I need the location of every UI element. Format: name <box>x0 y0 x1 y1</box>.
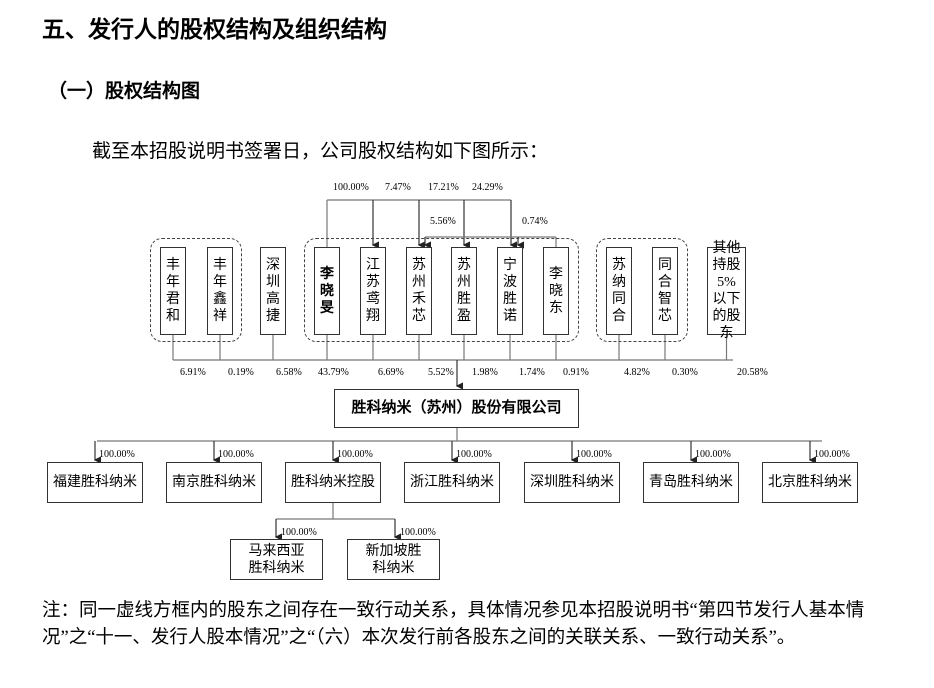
shareholder-box: 同合智芯 <box>652 247 678 335</box>
percentage-label: 100.00% <box>99 449 135 460</box>
shareholder-box: 苏纳同合 <box>606 247 632 335</box>
percentage-label: 5.56% <box>430 216 456 227</box>
subsidiary-box: 福建胜科纳米 <box>47 462 143 503</box>
shareholder-box: 苏州禾芯 <box>406 247 432 335</box>
entity-name: 李晓东 <box>549 266 563 316</box>
percentage-label: 100.00% <box>814 449 850 460</box>
intro-paragraph: 截至本招股说明书签署日，公司股权结构如下图所示： <box>92 141 549 162</box>
shareholder-box: 丰年君和 <box>160 247 186 335</box>
shareholder-box: 李晓旻 <box>314 247 340 335</box>
percentage-label: 100.00% <box>400 527 436 538</box>
entity-name: 胜科纳米控股 <box>291 475 375 490</box>
percentage-label: 6.69% <box>378 367 404 378</box>
percentage-label: 1.98% <box>472 367 498 378</box>
entity-name: 深圳胜科纳米 <box>530 475 614 490</box>
percentage-label: 100.00% <box>333 182 369 193</box>
subsidiary-box: 青岛胜科纳米 <box>643 462 739 503</box>
entity-name: 其他持股5%以下的股东 <box>712 241 741 341</box>
percentage-label: 20.58% <box>737 367 768 378</box>
shareholder-box: 深圳高捷 <box>260 247 286 335</box>
section-heading: 五、发行人的股权结构及组织结构 <box>42 17 387 43</box>
entity-name: 苏纳同合 <box>612 258 626 324</box>
shareholder-box: 宁波胜诺 <box>497 247 523 335</box>
percentage-label: 100.00% <box>218 449 254 460</box>
entity-name: 苏州胜盈 <box>457 258 471 324</box>
entity-name: 北京胜科纳米 <box>768 475 852 490</box>
percentage-label: 100.00% <box>337 449 373 460</box>
subsidiary-box: 胜科纳米控股 <box>285 462 381 503</box>
entity-name: 胜科纳米（苏州）股份有限公司 <box>351 400 562 416</box>
shareholder-box: 其他持股5%以下的股东 <box>707 241 746 341</box>
entity-name: 同合智芯 <box>658 258 672 324</box>
entity-name: 丰年鑫祥 <box>213 258 227 324</box>
percentage-label: 0.91% <box>563 367 589 378</box>
concert-group-fengnian <box>150 238 242 342</box>
shareholder-box: 江苏鸢翔 <box>360 247 386 335</box>
subsidiary-box: 深圳胜科纳米 <box>524 462 620 503</box>
entity-name: 江苏鸢翔 <box>366 258 380 324</box>
entity-name: 宁波胜诺 <box>503 258 517 324</box>
sub-subsidiary-box: 新加坡胜科纳米 <box>347 539 440 580</box>
subsidiary-box: 南京胜科纳米 <box>166 462 262 503</box>
entity-name: 新加坡胜科纳米 <box>365 543 422 576</box>
shareholder-box: 苏州胜盈 <box>451 247 477 335</box>
percentage-label: 17.21% <box>428 182 459 193</box>
entity-name: 福建胜科纳米 <box>53 475 137 490</box>
company-box: 胜科纳米（苏州）股份有限公司 <box>334 389 579 428</box>
percentage-label: 24.29% <box>472 182 503 193</box>
percentage-label: 43.79% <box>318 367 349 378</box>
entity-name: 南京胜科纳米 <box>172 475 256 490</box>
percentage-label: 100.00% <box>695 449 731 460</box>
percentage-label: 0.19% <box>228 367 254 378</box>
entity-name: 李晓旻 <box>320 266 334 316</box>
subsidiary-box: 浙江胜科纳米 <box>404 462 500 503</box>
percentage-label: 4.82% <box>624 367 650 378</box>
sub-subsidiary-box: 马来西亚胜科纳米 <box>230 539 323 580</box>
percentage-label: 7.47% <box>385 182 411 193</box>
percentage-label: 6.91% <box>180 367 206 378</box>
percentage-label: 100.00% <box>456 449 492 460</box>
subsidiary-box: 北京胜科纳米 <box>762 462 858 503</box>
shareholder-box: 李晓东 <box>543 247 569 335</box>
entity-name: 丰年君和 <box>166 258 180 324</box>
entity-name: 苏州禾芯 <box>412 258 426 324</box>
entity-name: 青岛胜科纳米 <box>649 475 733 490</box>
percentage-label: 1.74% <box>519 367 545 378</box>
percentage-label: 0.30% <box>672 367 698 378</box>
entity-name: 浙江胜科纳米 <box>410 475 494 490</box>
concert-group-li <box>304 238 579 342</box>
subsection-heading: （一）股权结构图 <box>48 80 201 102</box>
percentage-label: 100.00% <box>576 449 612 460</box>
percentage-label: 5.52% <box>428 367 454 378</box>
percentage-label: 0.74% <box>522 216 548 227</box>
footnote: 注：同一虚线方框内的股东之间存在一致行动关系，具体情况参见本招股说明书“第四节发… <box>42 601 865 648</box>
concert-group-suna <box>596 238 688 342</box>
percentage-label: 100.00% <box>281 527 317 538</box>
entity-name: 马来西亚胜科纳米 <box>248 543 305 576</box>
percentage-label: 6.58% <box>276 367 302 378</box>
entity-name: 深圳高捷 <box>266 258 280 324</box>
shareholder-box: 丰年鑫祥 <box>207 247 233 335</box>
